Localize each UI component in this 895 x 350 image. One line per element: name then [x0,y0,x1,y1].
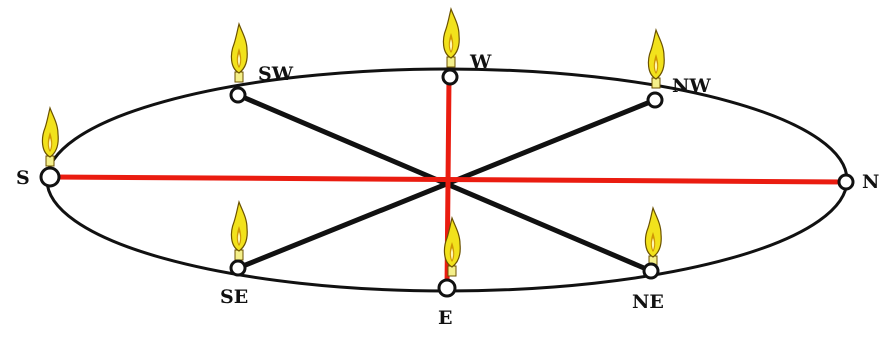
candle-flame-icon [647,29,665,89]
label-e: E [438,307,452,329]
point-e [437,278,457,298]
point-s [39,166,61,188]
label-ne: NE [632,291,664,313]
candle-flame-icon [230,201,248,261]
point-ne [642,262,660,280]
label-n: N [862,171,879,193]
label-se: SE [220,286,248,308]
label-nw: NW [672,75,711,97]
label-s: S [16,167,30,189]
label-sw: SW [258,63,294,85]
point-n [837,173,855,191]
candle-flame-icon [230,23,248,83]
point-sw [229,86,247,104]
point-nw [646,91,664,109]
candle-flame-icon [644,207,662,267]
point-w [441,68,459,86]
candle-flame-icon [442,8,460,68]
point-se [229,259,247,277]
label-w: W [469,51,492,73]
